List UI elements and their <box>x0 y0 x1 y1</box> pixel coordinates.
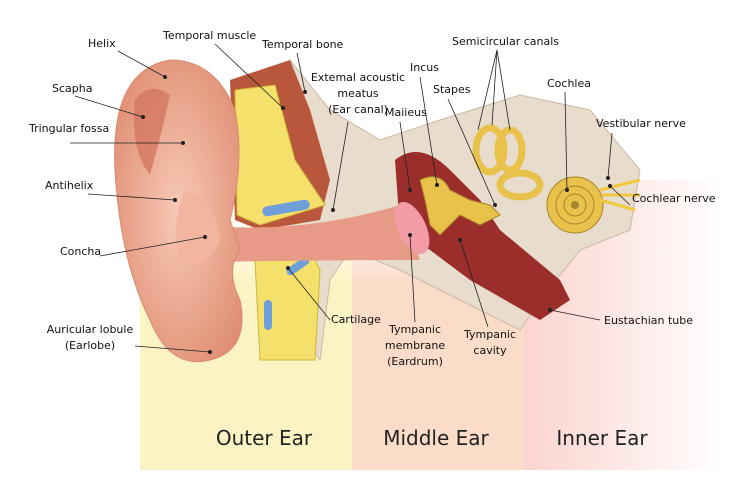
scapha-shape <box>134 88 170 175</box>
cartilage-lower <box>286 256 310 276</box>
label-line: (Earlobe) <box>64 339 116 352</box>
label-tympanic-cavity: Tympanic cavity <box>464 327 516 359</box>
label-antihelix: Antihelix <box>45 179 94 192</box>
region-label-inner-ear: Inner Ear <box>556 426 648 450</box>
label-line: cavity <box>473 344 507 357</box>
label-eustachian-tube: Eustachian tube <box>604 314 694 327</box>
ear-canal <box>200 205 420 262</box>
label-temporal-bone: Temporal bone <box>262 38 344 51</box>
label-line: (Ear canal) <box>328 103 388 116</box>
ossicles <box>419 176 501 236</box>
fat-tissue-upper <box>234 84 326 226</box>
label-malleus: Maiieus <box>385 106 427 119</box>
label-line: Tympanic <box>388 323 442 336</box>
label-triangular-fossa: Tringular fossa <box>29 122 110 135</box>
label-concha: Concha <box>60 245 102 258</box>
label-cartilage: Cartilage <box>331 313 381 326</box>
label-external-acoustic-meatus: Extemal acoustic meatus (Ear canal) <box>311 70 405 118</box>
cochlea <box>546 176 604 234</box>
label-line: Auricular lobule <box>46 323 134 336</box>
label-line: Extemal acoustic <box>310 71 406 84</box>
cartilage-lower-2 <box>264 300 272 330</box>
label-helix: Helix <box>88 37 116 50</box>
label-auricular-lobule: Auricular lobule (Earlobe) <box>47 322 133 354</box>
region-label-middle-ear: Middle Ear <box>383 426 489 450</box>
label-stapes: Stapes <box>433 83 471 96</box>
leader-lines <box>70 43 631 354</box>
label-scapha: Scapha <box>52 82 93 95</box>
cartilage-upper <box>262 199 310 217</box>
label-cochlear-nerve: Cochlear nerve <box>632 192 716 205</box>
label-temporal-muscle: Temporal muscle <box>163 29 257 42</box>
label-line: membrane <box>384 339 446 352</box>
label-vestibular-nerve: Vestibular nerve <box>596 117 686 130</box>
label-line: meatus <box>337 87 379 100</box>
label-line: (Eardrum) <box>387 355 443 368</box>
label-incus: Incus <box>410 61 439 74</box>
region-label-outer-ear: Outer Ear <box>215 426 313 450</box>
label-cochlea: Cochlea <box>547 77 591 90</box>
eardrum <box>394 201 430 255</box>
label-line: Tympanic <box>463 328 517 341</box>
label-semicircular-canals: Semicircular canals <box>452 35 560 48</box>
nerves <box>599 178 641 212</box>
concha-shape <box>176 190 220 265</box>
label-tympanic-membrane: Tympanic membrane (Eardrum) <box>385 322 445 370</box>
